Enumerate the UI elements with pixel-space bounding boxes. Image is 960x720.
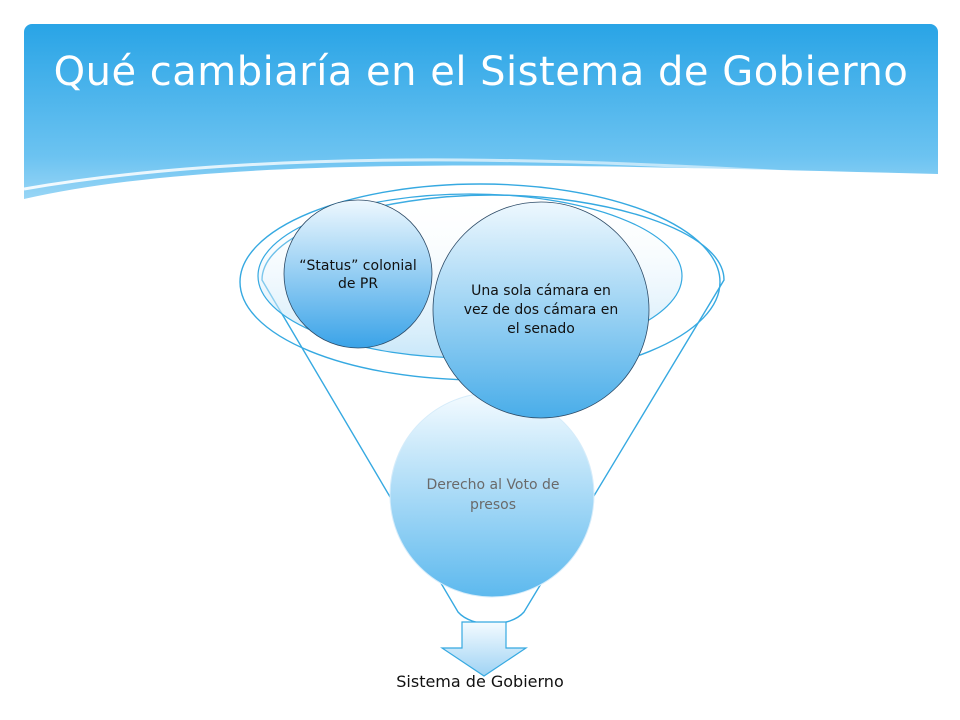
banner-graphic (24, 24, 938, 214)
node-label-camara: Una sola cámara en vez de dos cámara en … (463, 282, 619, 337)
circle-status (283, 199, 433, 349)
circle-camara (432, 201, 650, 419)
funnel-result-label: Sistema de Gobierno (396, 672, 564, 691)
down-arrow-icon (440, 621, 528, 677)
slide-title: Qué cambiaría en el Sistema de Gobierno (53, 49, 909, 95)
node-label-voto: Derecho al Voto de presos (426, 477, 560, 513)
title-banner (24, 24, 938, 214)
node-label-status: “Status” colonial de PR (299, 258, 417, 292)
